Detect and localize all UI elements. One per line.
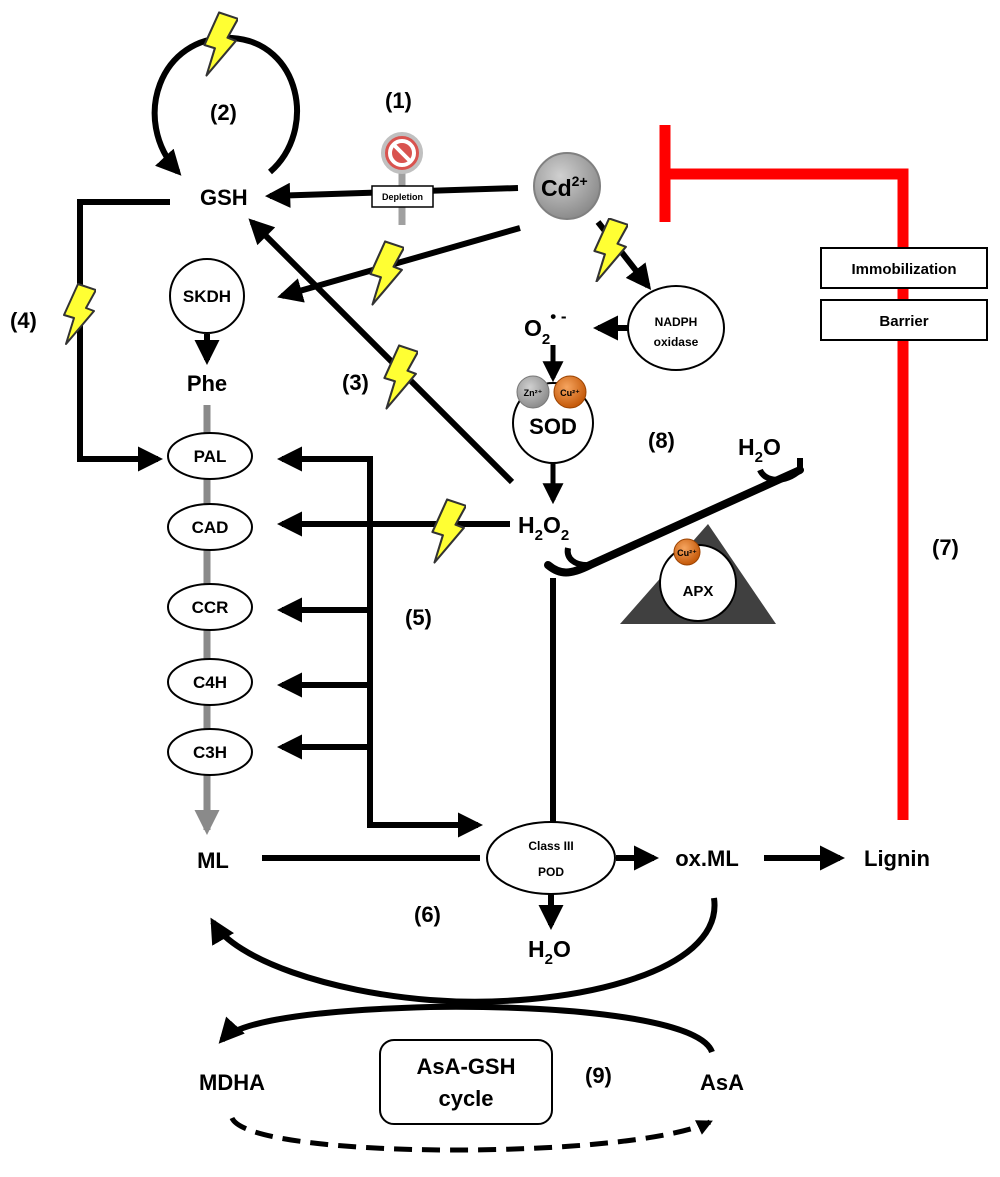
oxml-label: ox.ML	[675, 846, 739, 871]
sod-enzyme: SOD Zn²⁺ Cu²⁺	[512, 375, 594, 464]
barrier-box: Barrier	[820, 299, 988, 341]
depletion-label: Depletion	[382, 192, 423, 202]
apx-label: APX	[683, 583, 714, 600]
apx-seesaw: APX Cu²⁺	[544, 458, 804, 624]
skdh-label: SKDH	[183, 287, 231, 306]
metal-ion-icon	[553, 375, 587, 409]
depletion-inhibitor: Depletion	[371, 132, 434, 225]
phe-label: Phe	[187, 371, 227, 396]
ccr-label: CCR	[192, 598, 229, 617]
ml-label: ML	[197, 848, 229, 873]
nadph-label: NADPH	[655, 315, 698, 329]
lignin-label: Lignin	[864, 846, 930, 871]
oxidase-label: oxidase	[654, 335, 699, 349]
superoxide-label: O2• -	[524, 307, 567, 348]
apx-h2o-label: H2O	[738, 434, 781, 466]
zn-label: Zn²⁺	[524, 388, 543, 398]
cycle-line2-label: cycle	[438, 1086, 493, 1111]
metal-ion-icon	[516, 375, 550, 409]
step-5-label: (5)	[405, 605, 432, 630]
lignin-inhibition-line	[659, 125, 909, 820]
gsh-recycling-loop	[151, 34, 300, 176]
no-entry-icon	[381, 132, 423, 174]
class-iii-pod: Class III POD	[486, 821, 616, 895]
mdha-label: MDHA	[199, 1070, 265, 1095]
cu-label: Cu²⁺	[560, 388, 580, 398]
step-3-label: (3)	[342, 370, 369, 395]
pal-label: PAL	[194, 447, 227, 466]
apx-cu-label: Cu²⁺	[677, 548, 697, 558]
h2o2-to-gsh-arrow	[248, 218, 515, 485]
cd-to-skdh-arrow	[277, 225, 521, 303]
lightning-icon	[383, 344, 418, 410]
sod-label: SOD	[529, 414, 577, 439]
nadph-oxidase: NADPH oxidase	[627, 285, 725, 371]
asa-gsh-cycle-box	[379, 1039, 553, 1125]
lightning-icon	[203, 11, 238, 77]
c4h-label: C4H	[193, 673, 227, 692]
step-6-label: (6)	[414, 902, 441, 927]
c4h-enzyme: C4H	[167, 658, 253, 706]
pal-enzyme: PAL	[167, 432, 253, 480]
step-9-label: (9)	[585, 1063, 612, 1088]
immobilization-label: Immobilization	[852, 261, 957, 278]
step-1-label: (1)	[385, 88, 412, 113]
lightning-icon	[431, 498, 466, 564]
cad-label: CAD	[192, 518, 229, 537]
class-iii-label: Class III	[528, 839, 573, 853]
step-8-label: (8)	[648, 428, 675, 453]
pod-h2o-label: H2O	[528, 936, 571, 968]
lightning-icon	[369, 240, 404, 306]
gsh-to-pal-arrow	[77, 199, 170, 472]
asa-label: AsA	[700, 1070, 744, 1095]
oxml-to-ml-regeneration-arc	[210, 897, 718, 1005]
mdha-to-asa-dashed-arrow	[229, 1116, 713, 1153]
skdh-enzyme: SKDH	[169, 258, 245, 334]
c3h-enzyme: C3H	[167, 728, 253, 776]
pod-label: POD	[538, 865, 564, 879]
c3h-label: C3H	[193, 743, 227, 762]
cycle-line1-label: AsA-GSH	[416, 1054, 515, 1079]
metal-ion-icon	[673, 538, 701, 566]
ccr-enzyme: CCR	[167, 583, 253, 631]
cd-label: Cd2+	[541, 173, 588, 201]
step-4-label: (4)	[10, 308, 37, 333]
gsh-label: GSH	[200, 185, 248, 210]
h2o2-label: H2O2	[518, 512, 569, 544]
barrier-label: Barrier	[879, 313, 928, 330]
step-labels: (1) (2) (3) (4) (5) (6) (7) (8) (9)	[10, 88, 959, 1088]
step-7-label: (7)	[932, 535, 959, 560]
cad-enzyme: CAD	[167, 503, 253, 551]
immobilization-box: Immobilization	[820, 247, 988, 289]
asa-to-mdha-arc	[218, 1003, 715, 1054]
cd-ion: Cd2+	[533, 152, 601, 220]
pod-feedback-bracket	[276, 446, 484, 838]
metal-ion-icon	[533, 152, 601, 220]
step-2-label: (2)	[210, 100, 237, 125]
